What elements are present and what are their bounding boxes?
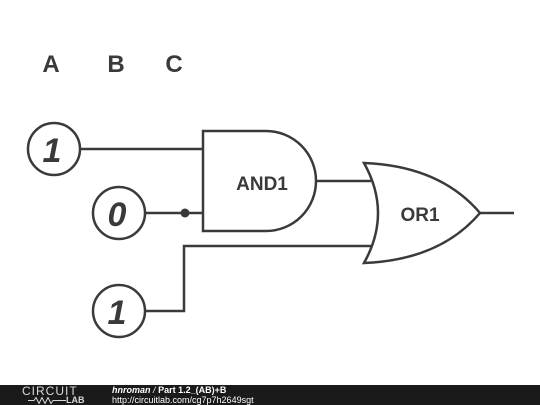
wire-junction-dot <box>180 208 190 218</box>
input-c-source[interactable] <box>91 283 147 339</box>
column-label-c: C <box>165 51 182 78</box>
resistor-icon <box>28 397 66 404</box>
input-b-value: 0 <box>108 196 127 234</box>
and-gate[interactable] <box>201 129 318 233</box>
and-gate-label: AND1 <box>236 174 288 195</box>
or-gate-label: OR1 <box>400 205 440 226</box>
column-label-a: A <box>42 51 59 78</box>
input-a-source[interactable] <box>26 121 82 177</box>
wire-c-to-or <box>145 244 371 313</box>
footer-url-line: http://circuitlab.com/cg7p7h2649sgt <box>112 395 254 405</box>
circuit-title: Part 1.2_(AB)+B <box>158 385 227 395</box>
circuit-url-link[interactable]: http://circuitlab.com/cg7p7h2649sgt <box>112 395 254 405</box>
input-a-value: 1 <box>43 132 62 170</box>
title-separator: / <box>153 385 156 395</box>
input-b-source[interactable] <box>91 185 147 241</box>
circuitlab-logo: CIRCUIT LAB <box>22 384 94 405</box>
logo-text-circuit: CIRCUIT <box>22 384 78 398</box>
footer-bar: CIRCUIT LAB hnroman / Part 1.2_(AB)+B ht… <box>0 384 540 405</box>
footer-title-line: hnroman / Part 1.2_(AB)+B <box>112 385 226 395</box>
or-gate[interactable] <box>361 161 482 265</box>
circuit-schematic: A B C AND1 OR1 1 0 1 <box>26 51 514 339</box>
input-c-value: 1 <box>108 294 127 332</box>
column-label-b: B <box>107 51 124 78</box>
author-name[interactable]: hnroman <box>112 385 151 395</box>
logo-text-lab: LAB <box>66 395 85 405</box>
